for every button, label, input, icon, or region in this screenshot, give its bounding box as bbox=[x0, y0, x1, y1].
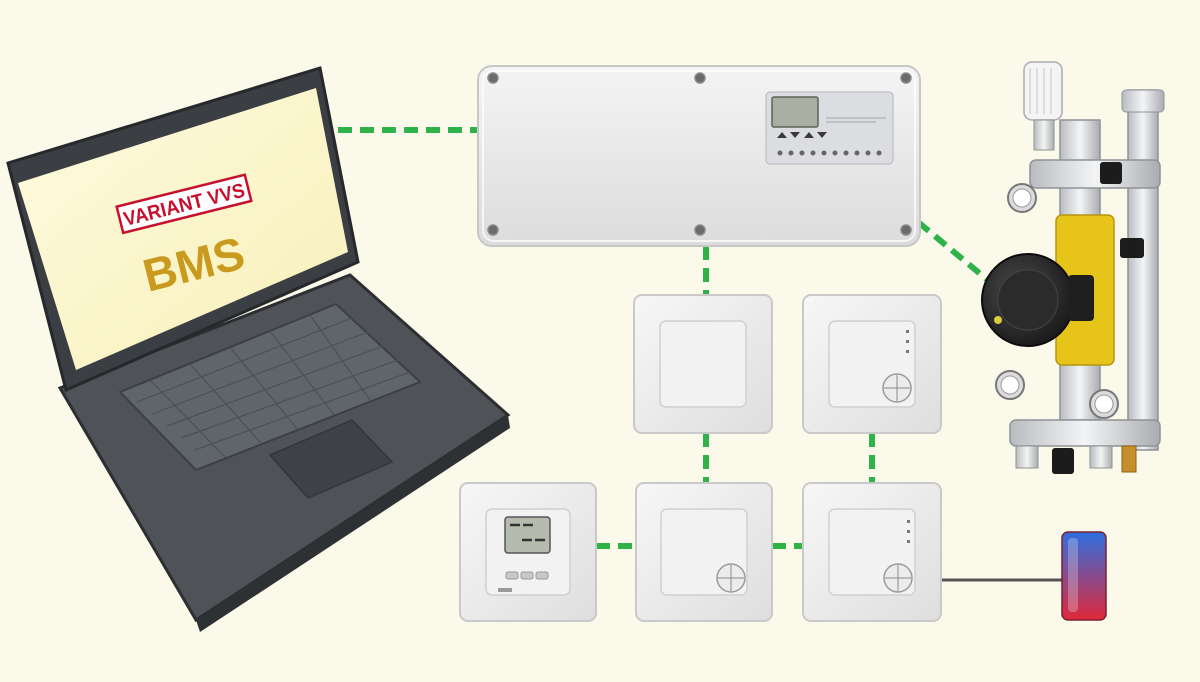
digital-thermostat-display bbox=[504, 516, 551, 554]
temperature-sensor-icon bbox=[1061, 531, 1107, 621]
bus-line-controller-to-pump bbox=[916, 219, 992, 285]
pump-station-icon bbox=[981, 61, 1165, 474]
bus-connections bbox=[338, 127, 992, 549]
room-thermostat-icon bbox=[635, 482, 773, 622]
room-thermostat-icon bbox=[633, 294, 773, 434]
laptop-screen bbox=[18, 88, 348, 370]
laptop-icon: VARIANT VVS BMS bbox=[6, 66, 511, 632]
room-thermostat-icon bbox=[802, 294, 942, 434]
laptop-trackpad bbox=[268, 419, 394, 499]
control-box-icon bbox=[477, 65, 921, 247]
controller-display bbox=[771, 96, 819, 128]
room-thermostat-icon bbox=[802, 482, 942, 622]
laptop-keyboard bbox=[118, 302, 422, 472]
digital-thermostat-icon bbox=[459, 482, 597, 622]
